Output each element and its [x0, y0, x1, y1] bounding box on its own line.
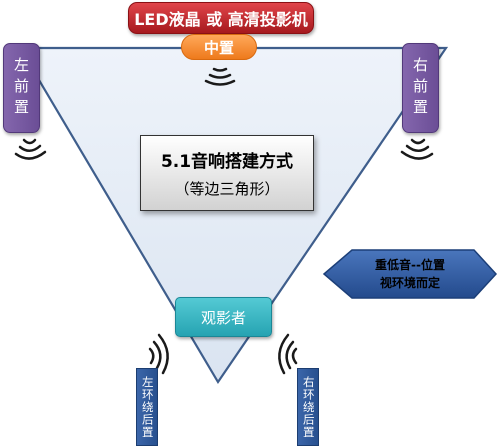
subwoofer-line-1: 重低音--位置 [375, 258, 445, 272]
diagram-title-box: 5.1音响搭建方式 （等边三角形） [140, 135, 314, 211]
diagram-subtitle: （等边三角形） [174, 180, 280, 198]
front-right-sound-wave-icon [400, 138, 434, 160]
rear-left-sound-wave-icon [148, 333, 169, 375]
center-speaker-label: 中置 [181, 34, 257, 60]
subwoofer-label: 重低音--位置 视环境而定 [324, 250, 496, 298]
rear-right-speaker-label: 右环绕后置 [297, 368, 319, 446]
subwoofer-shape [322, 249, 498, 299]
front-left-speaker-label: 左前置 [3, 43, 40, 133]
viewer-label: 观影者 [175, 297, 272, 337]
diagram-title: 5.1音响搭建方式 [160, 152, 294, 172]
center-sound-wave-icon [204, 67, 236, 86]
subwoofer-line-2: 视环境而定 [379, 276, 440, 290]
front-right-speaker-label: 右前置 [402, 43, 439, 133]
rear-left-speaker-label: 左环绕后置 [136, 368, 158, 446]
front-left-sound-wave-icon [14, 138, 47, 160]
tv-projector-label: LED液晶 或 高清投影机 [128, 2, 314, 34]
rear-right-sound-wave-icon [278, 333, 298, 375]
